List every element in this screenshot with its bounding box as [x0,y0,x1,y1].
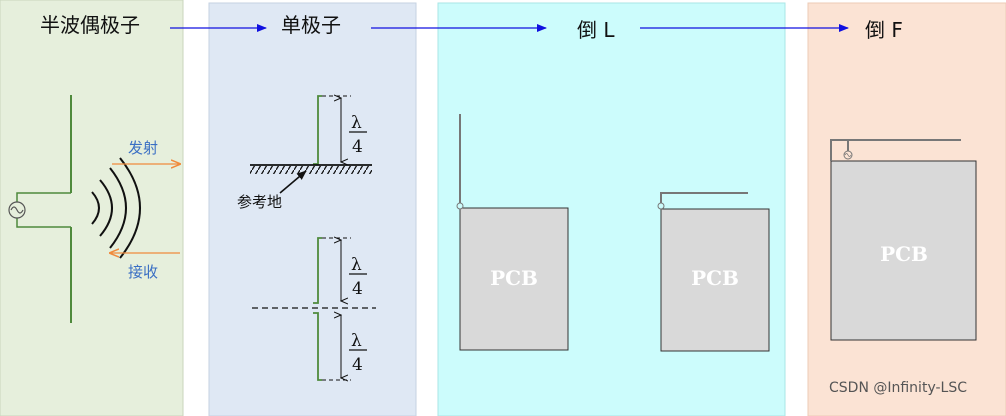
radiation-waves-icon [91,157,141,259]
title-inverted-f: 倒 F [865,18,903,42]
fraction-four-bottom: 4 [352,355,363,375]
pcb-label-3: PCB [880,242,928,266]
pcb-label-2: PCB [691,266,739,290]
title-inverted-l: 倒 L [577,18,615,42]
title-halfwave-dipole: 半波偶极子 [40,13,140,37]
pcb-label-1: PCB [490,266,538,290]
fraction-lambda-bottom: λ [351,331,362,351]
label-transmit: 发射 [128,139,158,157]
label-receive: 接收 [128,263,158,281]
panel-monopole [208,2,417,416]
watermark: CSDN @Infinity-LSC [829,380,967,396]
label-ground: 参考地 [237,193,282,211]
panel-halfwave-dipole [0,0,184,416]
fraction-four-top: 4 [352,137,363,157]
fraction-four-mid: 4 [352,279,363,299]
ground-arrow [279,170,307,194]
ac-source-icon [8,201,26,219]
monopole-bottom [252,238,376,380]
monopole-top [313,96,367,164]
ground-plane [250,164,372,174]
fraction-lambda-top: λ [351,113,362,133]
title-monopole: 单极子 [281,13,341,37]
inverted-f-antenna [830,139,977,341]
inverted-l-bent [657,192,770,352]
fraction-lambda-mid: λ [351,255,362,275]
inverted-l-vertical [456,114,569,351]
